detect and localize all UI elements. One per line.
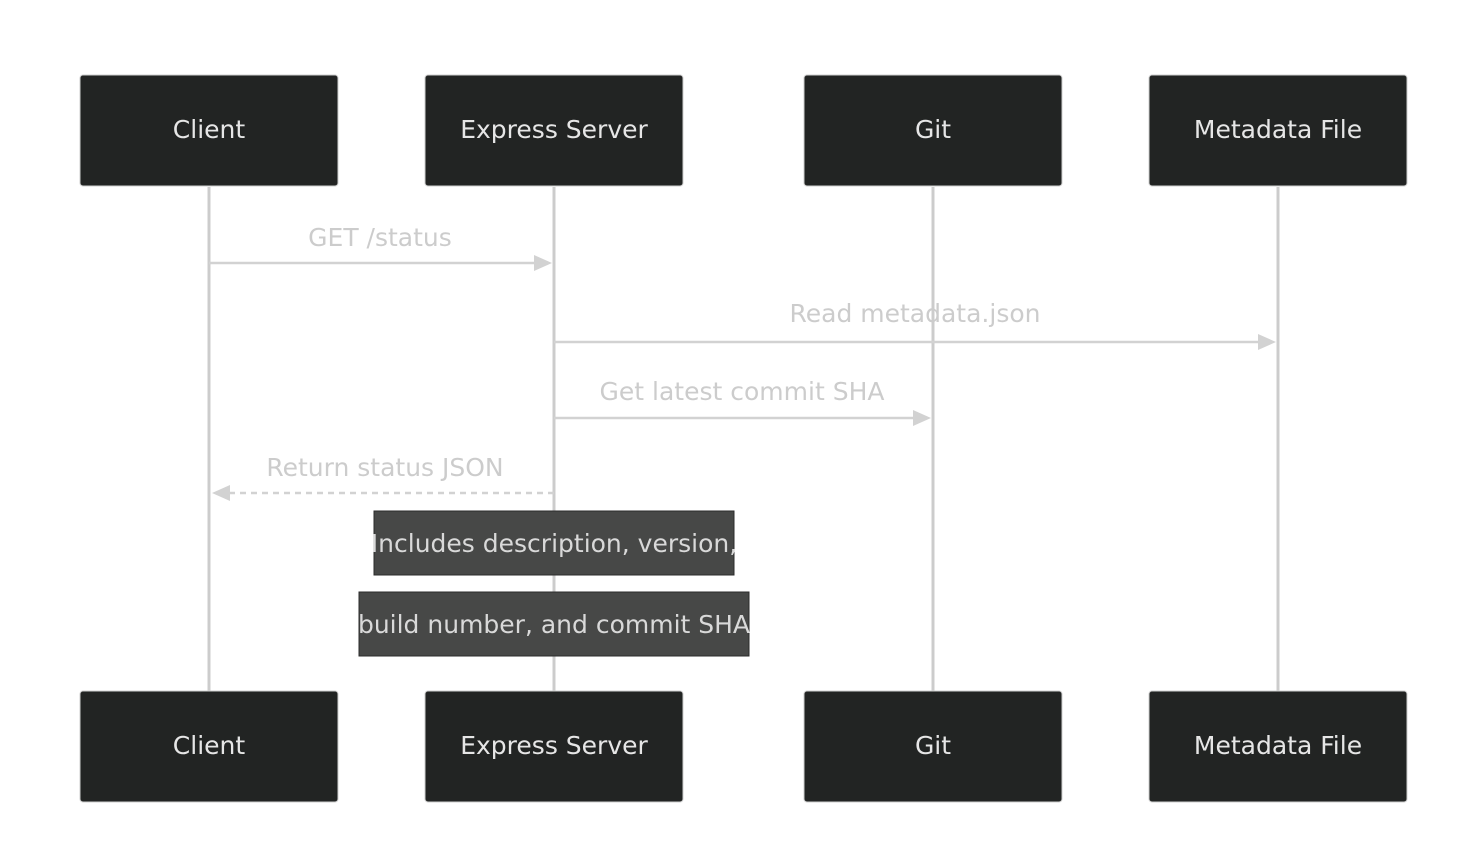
- message-get-status: GET /status: [209, 223, 552, 271]
- actor-bottom-metadata-file: Metadata File: [1148, 690, 1408, 803]
- message-return-status: Return status JSON: [212, 453, 554, 501]
- note-box-line-1: [373, 510, 735, 576]
- actor-top-client-label: Client: [173, 115, 246, 144]
- arrow-head-icon: [212, 485, 230, 501]
- note-over-express-server: Includes description, version, build num…: [358, 510, 750, 657]
- note-line-2: build number, and commit SHA: [358, 610, 750, 639]
- actor-top-metadata-file: Metadata File: [1148, 74, 1408, 187]
- actor-top-git-label: Git: [915, 115, 951, 144]
- actor-top-git: Git: [803, 74, 1063, 187]
- actor-top-express-server: Express Server: [424, 74, 684, 187]
- actor-bottom-metadata-file-label: Metadata File: [1194, 731, 1362, 760]
- actor-bottom-git: Git: [803, 690, 1063, 803]
- message-get-commit-sha-label: Get latest commit SHA: [600, 377, 885, 406]
- message-return-status-label: Return status JSON: [266, 453, 503, 482]
- message-read-metadata-label: Read metadata.json: [790, 299, 1041, 328]
- message-get-status-label: GET /status: [308, 223, 452, 252]
- message-read-metadata: Read metadata.json: [554, 299, 1276, 350]
- actor-bottom-git-label: Git: [915, 731, 951, 760]
- actor-bottom-client-label: Client: [173, 731, 246, 760]
- actor-top-metadata-file-label: Metadata File: [1194, 115, 1362, 144]
- arrow-head-icon: [534, 255, 552, 271]
- arrow-head-icon: [1258, 334, 1276, 350]
- message-get-commit-sha: Get latest commit SHA: [554, 377, 931, 426]
- actor-bottom-express-server: Express Server: [424, 690, 684, 803]
- actor-top-client: Client: [79, 74, 339, 187]
- note-line-1: Includes description, version,: [371, 529, 737, 558]
- actor-bottom-express-server-label: Express Server: [460, 731, 648, 760]
- note-box-line-2: [358, 591, 750, 657]
- actor-top-express-server-label: Express Server: [460, 115, 648, 144]
- actor-bottom-client: Client: [79, 690, 339, 803]
- arrow-head-icon: [913, 410, 931, 426]
